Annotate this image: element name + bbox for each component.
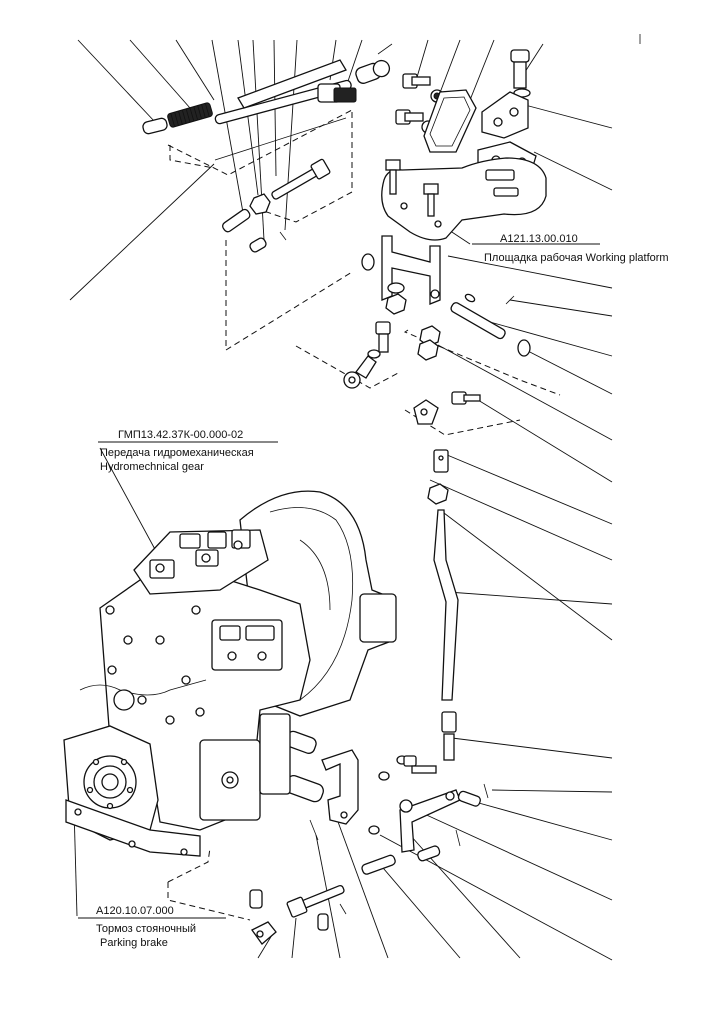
lower-bracket-parts (284, 730, 489, 875)
platform-plate (381, 157, 547, 241)
top-right-parts (381, 49, 547, 241)
working-platform-code: А121.13.00.010 (500, 233, 578, 245)
gear-name-ru: Передача гидромеханическая (100, 447, 254, 459)
leader-lines (69, 39, 613, 961)
working-platform-name: Площадка рабочая Working platform (484, 252, 669, 264)
labels: А121.13.00.010 Площадка рабочая Working … (78, 233, 669, 949)
gear-code: ГМП13.42.37К-00.000-02 (118, 429, 243, 441)
vertical-rod-linkage (413, 391, 481, 761)
brake-name-en: Parking brake (100, 937, 168, 949)
parking-brake-linkage (249, 884, 347, 945)
brake-name-ru: Тормоз стояночный (96, 923, 196, 935)
gear-name-en: Hydromechnical gear (100, 461, 204, 473)
hydromechanical-gear-illustration (63, 490, 397, 857)
bolt-heads (105, 605, 205, 725)
middle-bracket (343, 235, 531, 389)
top-left-linkage (142, 43, 393, 253)
brake-code: А120.10.07.000 (96, 905, 174, 917)
